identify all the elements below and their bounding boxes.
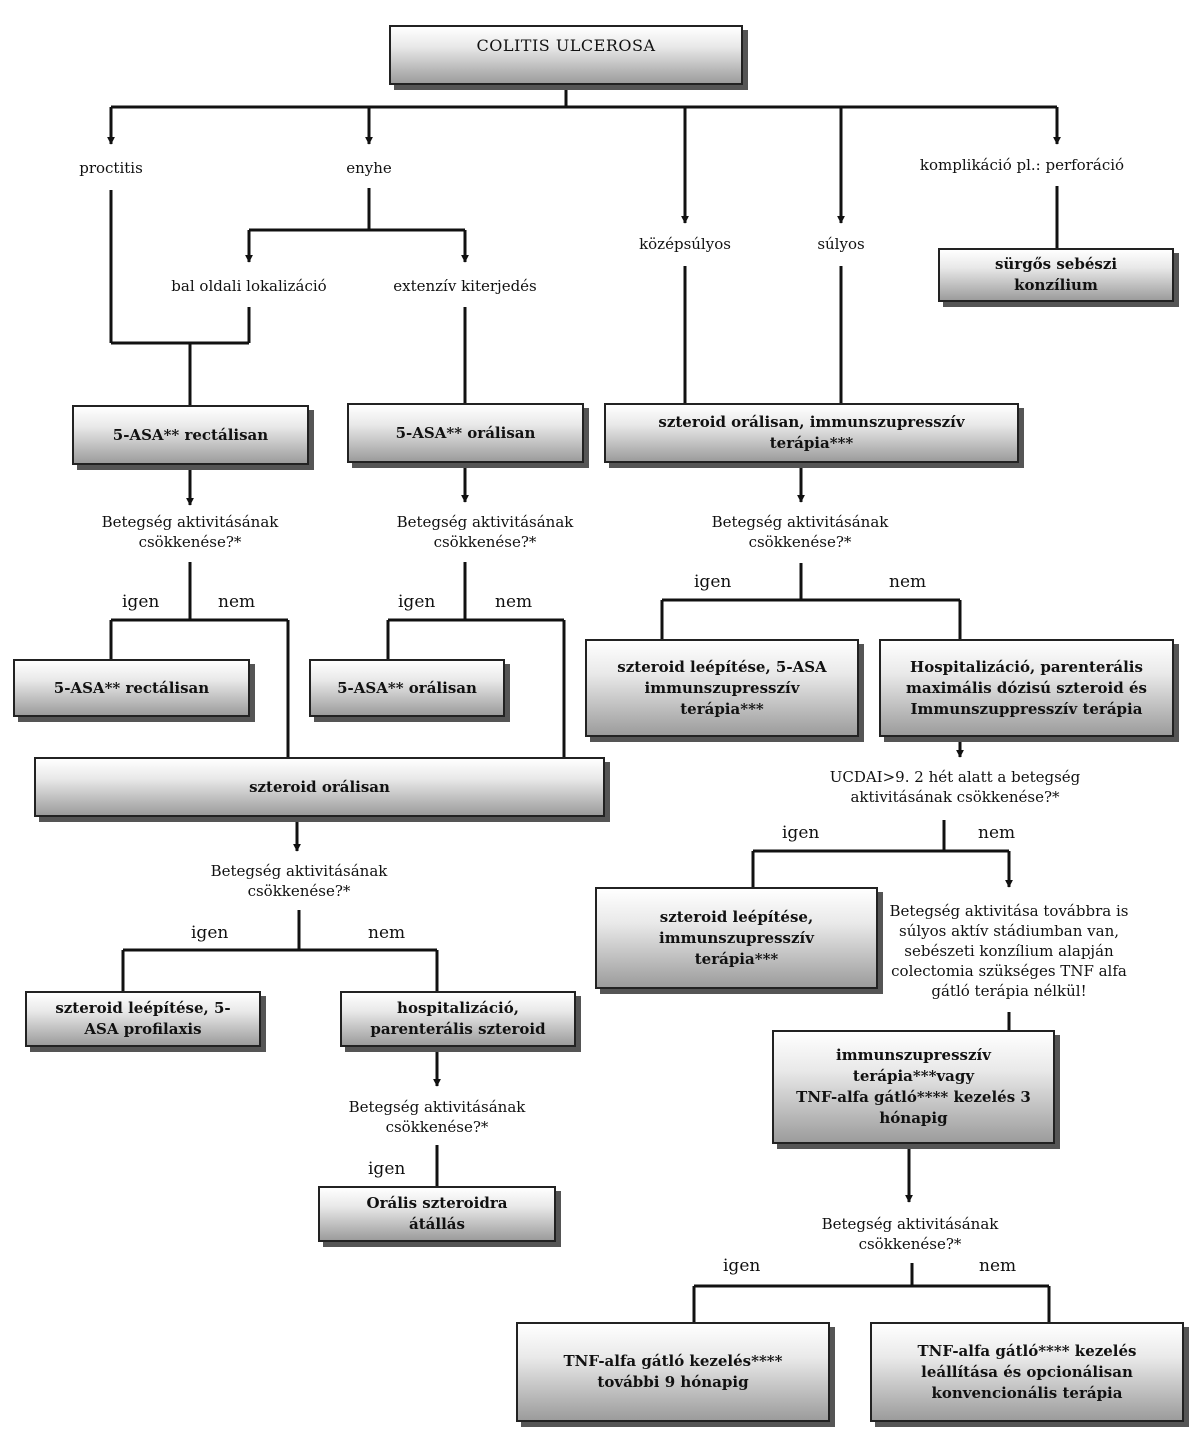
answer-no: nem [368,923,406,943]
asa-oral-box: 5-ASA** orálisan [347,403,584,463]
question-activity-6: Betegség aktivitásának csökkenése?* [348,1098,526,1136]
question-activity-3: Betegség aktivitásának csökkenése?* [210,862,388,900]
steroid-taper-prophylaxis-box: szteroid leépítése, 5- ASA profilaxis [25,991,261,1047]
category-kozepsulyos: középsúlyos [639,235,731,253]
question-activity-2: Betegség aktivitásának csökkenése?* [396,513,574,551]
urgent-surgical-consult-box: sürgős sebészi konzílium [938,248,1174,302]
oral-steroid-box: szteroid orálisan [34,757,605,817]
category-sulyos: súlyos [817,235,865,253]
immunosuppressive-or-tnf-box: immunszupresszív terápia***vagy TNF-alfa… [772,1030,1055,1144]
answer-yes: igen [122,592,160,612]
question-activity-5: Betegség aktivitásának csökkenése?* [711,513,889,551]
answer-yes: igen [723,1256,761,1276]
question-activity-1: Betegség aktivitásának csökkenése?* [101,513,279,551]
answer-no: nem [979,1256,1017,1276]
answer-no: nem [495,592,533,612]
asa-rectal-box: 5-ASA** rectálisan [72,405,309,465]
answer-no: nem [889,572,927,592]
sub-bal-oldali: bal oldali lokalizáció [171,277,327,295]
answer-no: nem [218,592,256,612]
hospitalization-max-dose-box: Hospitalizáció, parenterális maximális d… [879,639,1174,737]
tnf-stop-conventional-box: TNF-alfa gátló**** kezelés leállítása és… [870,1322,1184,1422]
question-ucdai: UCDAI>9. 2 hét alatt a betegség aktivitá… [829,768,1081,806]
category-enyhe: enyhe [346,159,392,177]
answer-yes: igen [398,592,436,612]
asa-rectal-maintenance-box: 5-ASA** rectálisan [13,659,250,717]
title-box: COLITIS ULCEROSA [389,25,743,85]
asa-oral-maintenance-box: 5-ASA** orálisan [309,659,505,717]
steroid-taper-immunosuppressive-box: szteroid leépítése, immunszupresszív ter… [595,887,878,989]
note-colectomy: Betegség aktivitása továbbra is súlyos a… [889,902,1129,1000]
steroid-taper-asa-box: szteroid leépítése, 5-ASA immunszupressz… [585,639,859,737]
switch-oral-steroid-box: Orális szteroidra átállás [318,1186,556,1242]
diagram-title: COLITIS ULCEROSA [476,36,656,55]
answer-yes: igen [368,1159,406,1179]
tnf-continue-9-months-box: TNF-alfa gátló kezelés**** további 9 hón… [516,1322,830,1422]
category-proctitis: proctitis [79,159,143,177]
category-komplikacio: komplikáció pl.: perforáció [919,156,1125,174]
steroid-immunosuppressive-box: szteroid orálisan, immunszupresszív terá… [604,403,1019,463]
sub-extenziv: extenzív kiterjedés [393,277,537,295]
answer-yes: igen [191,923,229,943]
answer-yes: igen [782,823,820,843]
answer-yes: igen [694,572,732,592]
answer-no: nem [978,823,1016,843]
hospitalization-parenteral-steroid-box: hospitalizáció, parenterális szteroid [340,991,576,1047]
question-activity-7: Betegség aktivitásának csökkenése?* [821,1215,999,1253]
